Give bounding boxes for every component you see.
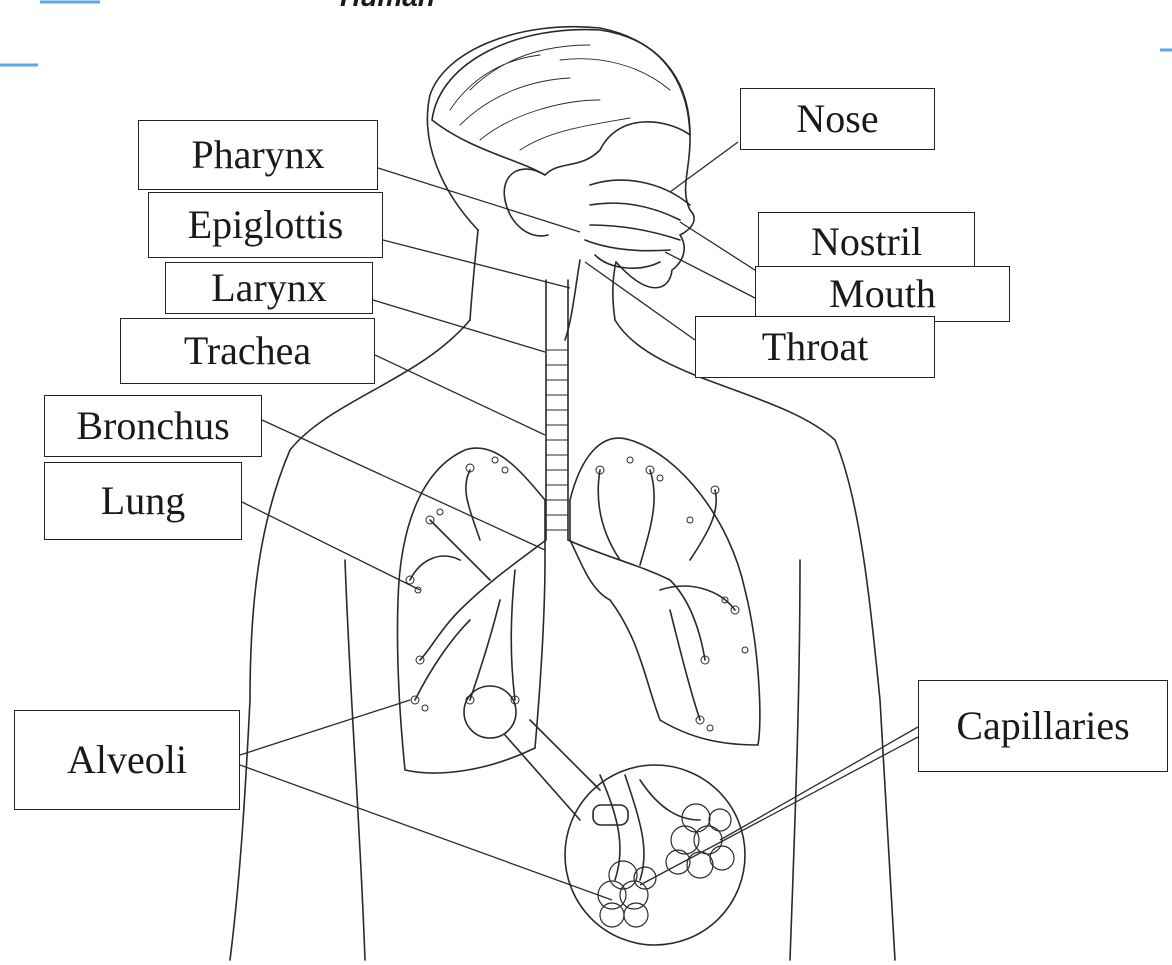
label-larynx-text: Larynx	[211, 268, 327, 308]
label-lung-text: Lung	[101, 481, 185, 521]
head-outline	[427, 27, 694, 288]
label-throat: Throat	[695, 316, 935, 378]
label-bronchus-text: Bronchus	[76, 406, 229, 446]
label-nose: Nose	[740, 88, 935, 150]
label-nostril-text: Nostril	[811, 222, 922, 262]
label-bronchus: Bronchus	[44, 395, 262, 457]
label-epiglottis: Epiglottis	[148, 192, 383, 258]
arm-line	[345, 560, 365, 960]
alveoli-magnifier-small	[464, 686, 516, 738]
trachea-rings	[546, 350, 568, 530]
arm-line	[790, 560, 800, 960]
label-alveoli: Alveoli	[14, 710, 240, 810]
tongue	[595, 255, 660, 268]
label-larynx: Larynx	[165, 262, 373, 314]
label-mouth: Mouth	[755, 266, 1010, 322]
left-lung	[397, 448, 545, 773]
nasal-cavity	[590, 180, 690, 220]
neck-outline	[470, 230, 478, 320]
label-trachea-text: Trachea	[184, 331, 311, 371]
body-outline	[230, 320, 470, 960]
label-nostril: Nostril	[758, 212, 975, 272]
bronchial-tree-left	[410, 470, 546, 700]
alveoli-zoom-circle	[565, 765, 745, 945]
neck-outline	[613, 262, 616, 320]
hair-strands	[450, 45, 670, 150]
label-alveoli-text: Alveoli	[67, 740, 187, 780]
label-trachea: Trachea	[120, 318, 375, 384]
label-nose-text: Nose	[796, 99, 878, 139]
label-throat-text: Throat	[762, 327, 869, 367]
alveoli-dots	[406, 457, 748, 731]
label-mouth-text: Mouth	[829, 274, 936, 314]
label-capillaries: Capillaries	[918, 680, 1168, 772]
zoom-vessel	[593, 805, 628, 825]
label-pharynx-text: Pharynx	[191, 135, 324, 175]
label-epiglottis-text: Epiglottis	[188, 205, 344, 245]
label-capillaries-text: Capillaries	[956, 706, 1129, 746]
title-fragment: Human	[340, 0, 435, 12]
magnifier-connector	[505, 720, 600, 820]
label-lung: Lung	[44, 462, 242, 540]
ear	[504, 169, 548, 236]
alveolar-sac-left	[598, 861, 656, 927]
label-pharynx: Pharynx	[138, 120, 378, 190]
mouth-cavity	[585, 225, 680, 251]
